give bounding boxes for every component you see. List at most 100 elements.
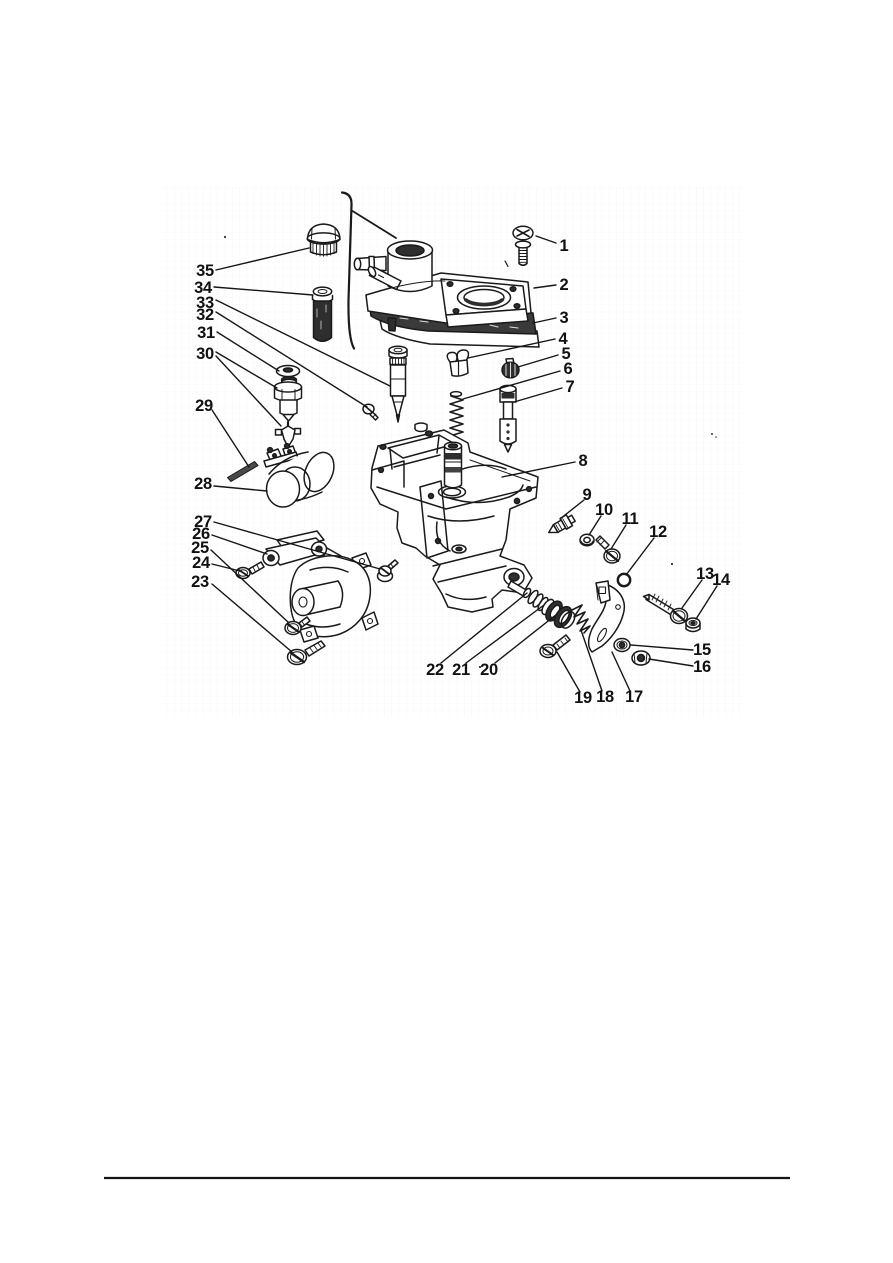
callout-number-25: 25 bbox=[191, 539, 209, 557]
leader-line-5 bbox=[517, 354, 559, 368]
part-32-screw bbox=[362, 403, 379, 421]
callout-number-12: 12 bbox=[649, 523, 667, 541]
part-35-cap bbox=[306, 223, 341, 257]
callout-number-33: 33 bbox=[196, 294, 214, 312]
leader-line-14 bbox=[695, 585, 718, 620]
callout-number-5: 5 bbox=[562, 345, 571, 363]
callout-number-3: 3 bbox=[560, 309, 569, 327]
leader-line-7 bbox=[513, 387, 563, 403]
leader-line-20 bbox=[494, 613, 558, 664]
leader-line-35 bbox=[215, 247, 310, 271]
leader-line-21 bbox=[465, 604, 545, 664]
pump-cover-screw bbox=[376, 559, 399, 583]
part-23-screw bbox=[286, 640, 326, 666]
callout-number-15: 15 bbox=[693, 641, 711, 659]
leader-line-22 bbox=[440, 592, 528, 664]
leader-line-3 bbox=[532, 317, 557, 324]
part-19-screw bbox=[539, 634, 571, 659]
part-10-washer bbox=[579, 533, 595, 547]
leader-line-32 bbox=[215, 311, 368, 408]
callout-number-13: 13 bbox=[696, 565, 714, 583]
part-15-nut bbox=[613, 637, 631, 653]
scan-specks bbox=[223, 235, 717, 669]
leader-line-15 bbox=[630, 644, 694, 651]
callout-number-27: 27 bbox=[194, 513, 212, 531]
callout-number-16: 16 bbox=[693, 658, 711, 676]
part-31-disc bbox=[275, 364, 301, 378]
callout-number-11: 11 bbox=[622, 510, 639, 528]
callout-number-6: 6 bbox=[564, 360, 573, 378]
callout-number-22: 22 bbox=[426, 661, 444, 679]
part-27-pump-cover bbox=[289, 552, 379, 643]
carburetor-body bbox=[370, 422, 539, 613]
leader-line-27 bbox=[213, 521, 381, 570]
callout-number-26: 26 bbox=[192, 525, 210, 543]
leader-line-9 bbox=[559, 499, 585, 520]
leader-line-2 bbox=[533, 284, 557, 289]
callout-number-7: 7 bbox=[566, 378, 575, 396]
part-2-top-cover bbox=[353, 240, 532, 332]
callout-number-23: 23 bbox=[191, 573, 209, 591]
callout-number-28: 28 bbox=[194, 475, 212, 493]
leader-line-34 bbox=[213, 286, 314, 296]
part-16-nut bbox=[631, 650, 651, 666]
part-18-spring bbox=[571, 604, 591, 634]
callout-number-4: 4 bbox=[559, 330, 569, 348]
leader-line-18 bbox=[580, 629, 603, 692]
part-30-needle-valve bbox=[273, 376, 303, 459]
leader-line-6 bbox=[462, 370, 561, 400]
leader-lines bbox=[210, 235, 718, 693]
callout-number-21: 21 bbox=[452, 661, 470, 679]
part-33-jet bbox=[388, 345, 408, 423]
callout-number-29: 29 bbox=[195, 397, 213, 415]
detail-boundary-bracket bbox=[340, 191, 397, 350]
callout-number-31: 31 bbox=[197, 324, 215, 342]
leader-line-13 bbox=[681, 579, 703, 609]
callout-number-2: 2 bbox=[560, 276, 569, 294]
leader-line-29 bbox=[211, 409, 250, 468]
part-34-filter bbox=[311, 286, 334, 342]
callout-number-1: 1 bbox=[560, 237, 569, 255]
part-17-lever bbox=[587, 580, 626, 653]
callout-number-34: 34 bbox=[194, 279, 213, 297]
leader-line-11 bbox=[610, 524, 627, 550]
leader-line-28 bbox=[213, 485, 268, 492]
leader-line-24 bbox=[211, 563, 241, 572]
part-28-float bbox=[263, 442, 335, 508]
callout-number-32: 32 bbox=[196, 306, 214, 324]
part-5-nut bbox=[501, 357, 520, 379]
leader-line-10 bbox=[588, 515, 602, 536]
callout-number-10: 10 bbox=[595, 501, 613, 519]
leader-line-17 bbox=[611, 651, 631, 692]
leader-line-33 bbox=[215, 299, 391, 387]
leader-line-25 bbox=[210, 549, 290, 624]
leader-line-16 bbox=[648, 658, 694, 667]
leader-line-31 bbox=[216, 331, 280, 372]
part-9-jet bbox=[547, 514, 576, 534]
callout-number-14: 14 bbox=[712, 571, 731, 589]
pump-plunger-assembly bbox=[507, 580, 576, 629]
part-7-jet-holder bbox=[499, 384, 517, 453]
leader-line-12 bbox=[625, 537, 655, 576]
part-4-clip bbox=[446, 349, 470, 377]
callout-number-18: 18 bbox=[596, 688, 614, 706]
callout-number-30: 30 bbox=[196, 345, 214, 363]
part-12-o-ring bbox=[616, 572, 632, 588]
leader-line-26 bbox=[211, 534, 268, 555]
leader-line-30 bbox=[215, 351, 278, 389]
part-13-screw bbox=[642, 593, 689, 625]
callout-number-35: 35 bbox=[196, 262, 214, 280]
part-29-rod bbox=[227, 461, 259, 482]
part-11-screw bbox=[595, 535, 621, 564]
callout-number-19: 19 bbox=[574, 689, 592, 707]
leader-line-19 bbox=[556, 651, 581, 693]
leader-line-8 bbox=[501, 461, 576, 478]
callout-number-8: 8 bbox=[579, 452, 588, 470]
callout-number-9: 9 bbox=[583, 486, 592, 504]
part-14-nut bbox=[685, 617, 701, 633]
callout-number-20: 20 bbox=[480, 661, 498, 679]
leader-line-23 bbox=[211, 583, 293, 653]
